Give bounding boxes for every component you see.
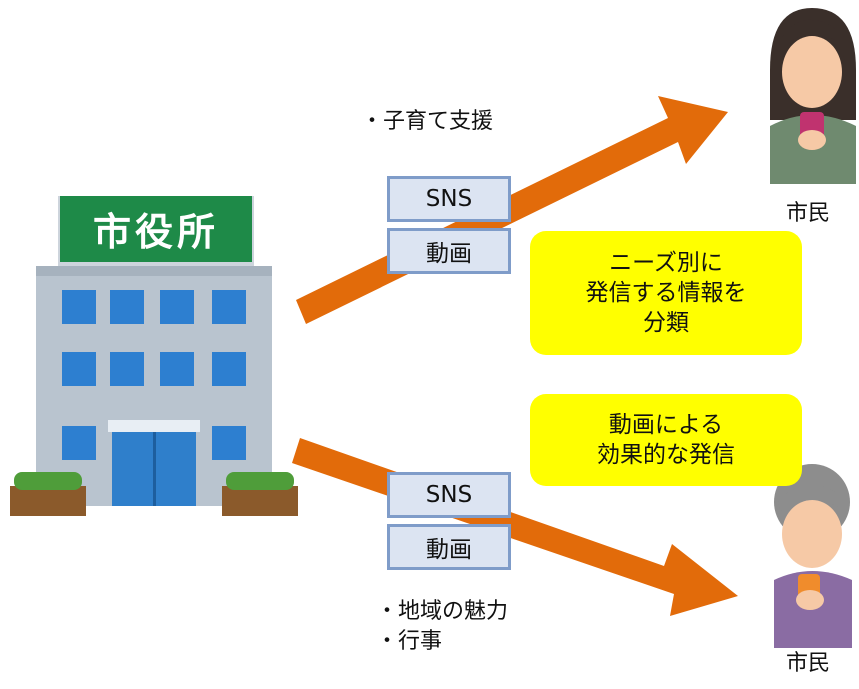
callout-needs-line-1: ニーズ別に: [609, 250, 723, 276]
lower-topic-2: ・行事: [376, 629, 443, 654]
callout-needs-line-2: 発信する情報を: [585, 280, 747, 306]
callout-video-line-2: 効果的な発信: [597, 442, 735, 468]
lower-topic-1: ・地域の魅力: [376, 599, 509, 624]
callout-needs-line-3: 分類: [643, 310, 689, 336]
lower-channel-video: 動画: [387, 524, 511, 570]
city-hall-icon: [10, 196, 298, 516]
callout-video-line-1: 動画による: [608, 412, 724, 438]
callout-needs: ニーズ別に 発信する情報を 分類: [530, 231, 802, 355]
callout-video: 動画による 効果的な発信: [530, 394, 802, 486]
lower-recipient-label: 市民: [786, 651, 831, 676]
upper-channel-video: 動画: [387, 228, 511, 274]
city-hall-sign: 市役所: [92, 210, 219, 254]
citizen-woman-icon: [770, 8, 856, 184]
citizen-elder-icon: [774, 464, 852, 648]
lower-channel-sns: SNS: [387, 472, 511, 518]
upper-channel-sns: SNS: [387, 176, 511, 222]
upper-recipient-label: 市民: [786, 201, 831, 226]
upper-topic-1: ・子育て支援: [361, 109, 494, 134]
